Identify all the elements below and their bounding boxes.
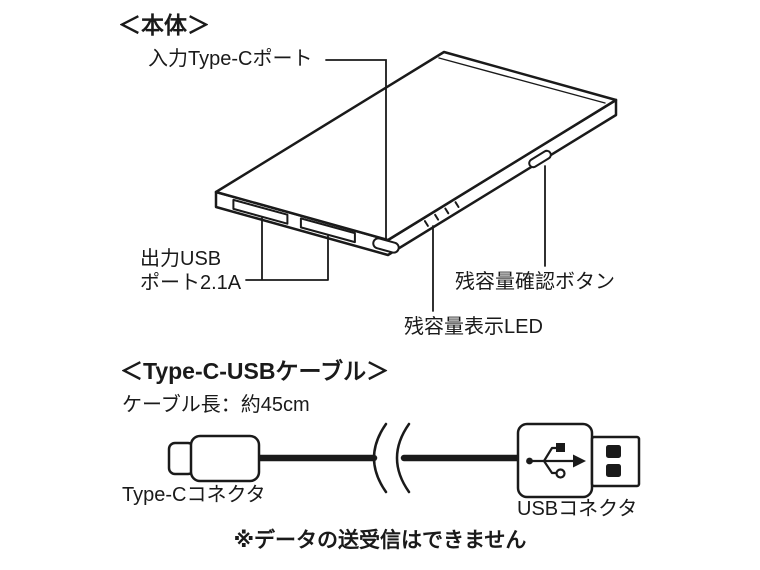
cable-section-heading: ＜Type-C-USBケーブル＞ bbox=[120, 358, 390, 384]
type-c-plug-body bbox=[189, 434, 261, 483]
led-indicator-marks bbox=[423, 201, 460, 227]
cable-break-mark-2 bbox=[395, 422, 411, 494]
powerbank-edge-highlight bbox=[438, 57, 606, 104]
usb-plug-hole-top bbox=[606, 445, 621, 458]
usb-plug-hole-bottom bbox=[606, 464, 621, 477]
usb-plug-metal bbox=[590, 435, 641, 488]
usb-logo-icon bbox=[526, 443, 586, 479]
footer-note: ※データの送受信はできません bbox=[233, 529, 527, 552]
label-capacity-check-button: 残容量確認ボタン bbox=[455, 271, 615, 293]
type-c-port-cutout bbox=[372, 237, 400, 254]
leader-input-type-c bbox=[325, 59, 387, 241]
leader-output-usb bbox=[245, 217, 329, 281]
cable-length-text: ケーブル長：約45cm bbox=[122, 394, 310, 416]
capacity-check-button bbox=[528, 149, 552, 169]
cable-break-mark-1 bbox=[372, 422, 388, 494]
cable-illustration bbox=[167, 422, 641, 499]
usb-port-1-cutout bbox=[232, 198, 289, 225]
label-usb-connector: USBコネクタ bbox=[517, 498, 638, 520]
label-type-c-connector: Type-Cコネクタ bbox=[122, 484, 266, 506]
powerbank-top-face bbox=[214, 50, 618, 242]
body-section-heading: ＜本体＞ bbox=[118, 12, 210, 38]
powerbank-illustration bbox=[214, 50, 618, 257]
label-capacity-led: 残容量表示LED bbox=[404, 316, 543, 338]
leader-lines bbox=[245, 59, 546, 312]
label-input-type-c-port: 入力Type-Cポート bbox=[148, 48, 313, 70]
label-output-usb-port: 出力USB ポート2.1A bbox=[140, 248, 242, 295]
usb-port-2-cutout bbox=[299, 217, 356, 244]
